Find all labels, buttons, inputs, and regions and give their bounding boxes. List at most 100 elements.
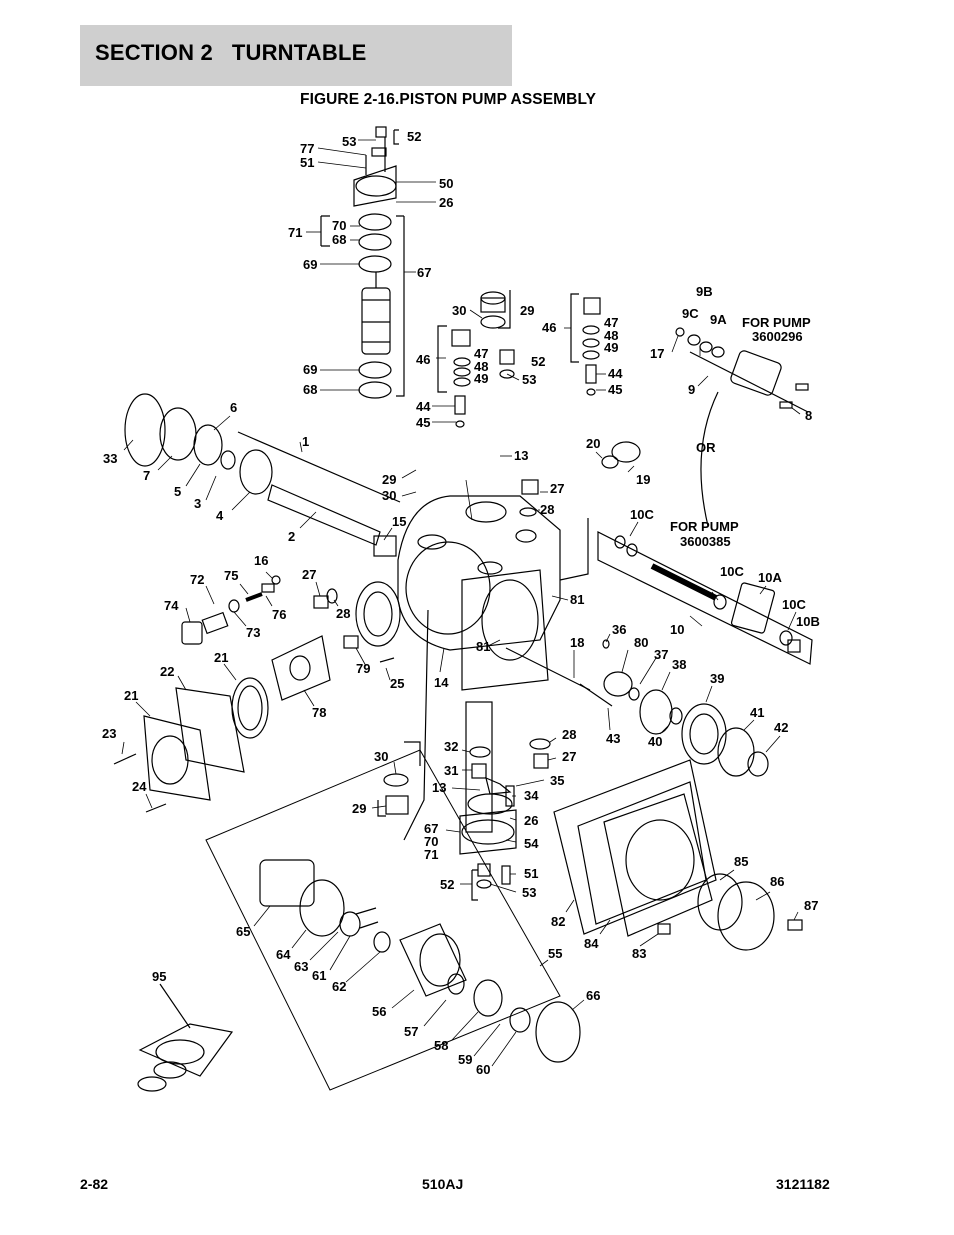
callout: 53	[342, 134, 356, 149]
callout: 79	[356, 661, 370, 676]
callout: 49	[474, 371, 488, 386]
callout: 9B	[696, 284, 713, 299]
callout: 3	[194, 496, 201, 511]
callout: 10C	[630, 507, 654, 522]
callout: 60	[476, 1062, 490, 1077]
callout: 67	[417, 265, 431, 280]
callout: 9C	[682, 306, 699, 321]
callout: 1	[302, 434, 309, 449]
callout: 37	[654, 647, 668, 662]
center-lower-parts	[377, 609, 551, 901]
callout: 28	[562, 727, 576, 742]
callout: 52	[440, 877, 454, 892]
callout: 39	[710, 671, 724, 686]
callout: 68	[332, 232, 346, 247]
callout: 19	[636, 472, 650, 487]
page-number: 2-82	[80, 1176, 109, 1192]
callout: 78	[312, 705, 326, 720]
callout: 73	[246, 625, 260, 640]
callout: 28	[336, 606, 350, 621]
model-name: 510AJ	[422, 1176, 464, 1192]
callout: 26	[524, 813, 538, 828]
callout: 47	[604, 315, 618, 330]
callout: 21	[214, 650, 228, 665]
callout: 7	[143, 468, 150, 483]
callout: 51	[524, 866, 538, 881]
section-title: SECTION 2 TURNTABLE	[95, 40, 367, 65]
callout: 47	[474, 346, 488, 361]
callout: OR	[696, 440, 716, 455]
callout: 2	[288, 529, 295, 544]
note-pump-number: 3600385	[680, 534, 731, 549]
callout: 46	[416, 352, 430, 367]
callout: 17	[650, 346, 664, 361]
callout: 21	[124, 688, 138, 703]
callout: 38	[672, 657, 686, 672]
callout: 42	[774, 720, 788, 735]
callout: 71	[288, 225, 302, 240]
callout: 70	[424, 834, 438, 849]
callout: 13	[514, 448, 528, 463]
valve-stack-center	[480, 290, 515, 379]
seal-kit-bag	[137, 983, 234, 1092]
callout: 35	[550, 773, 564, 788]
callout: 10B	[796, 614, 820, 629]
callout: 55	[548, 946, 562, 961]
callout: 83	[632, 946, 646, 961]
callout: 9	[688, 382, 695, 397]
callout: 66	[586, 988, 600, 1003]
callout: 44	[416, 399, 431, 414]
callout: 20	[586, 436, 600, 451]
callout: 30	[452, 303, 466, 318]
callout: 29	[382, 472, 396, 487]
callout: 58	[434, 1038, 448, 1053]
callout: 36	[612, 622, 626, 637]
callout: 45	[608, 382, 622, 397]
callout: 50	[439, 176, 453, 191]
callout: 80	[634, 635, 648, 650]
callout: 33	[103, 451, 117, 466]
callout: 23	[102, 726, 116, 741]
callout: 6	[230, 400, 237, 415]
callout: 46	[542, 320, 556, 335]
callout: 57	[404, 1024, 418, 1039]
callout: 84	[584, 936, 599, 951]
callout: 81	[570, 592, 584, 607]
callout: 65	[236, 924, 250, 939]
callout: 85	[734, 854, 748, 869]
leader-lines	[121, 139, 801, 1067]
callout: 53	[522, 372, 536, 387]
callout: 14	[434, 675, 449, 690]
callout: 67	[424, 821, 438, 836]
callout: 24	[132, 779, 147, 794]
callout: 63	[294, 959, 308, 974]
callout: 10C	[720, 564, 744, 579]
callout: 27	[562, 749, 576, 764]
callout: 10C	[782, 597, 806, 612]
callout: 8	[805, 408, 812, 423]
note-pump-line1: FOR PUMP	[670, 519, 739, 534]
callout: 4	[216, 508, 224, 523]
callout: 48	[604, 328, 618, 343]
callout: 27	[302, 567, 316, 582]
callout: 25	[390, 676, 404, 691]
callout: 52	[407, 129, 421, 144]
callout: 59	[458, 1052, 472, 1067]
callout: 62	[332, 979, 346, 994]
callout: 71	[424, 847, 438, 862]
callout: 44	[608, 366, 623, 381]
rotating-group	[205, 749, 581, 1091]
callout-labels: 52 53 77 51 50 26 70 68 71 69 67 69 68 3…	[102, 129, 820, 1077]
callout: 9A	[710, 312, 727, 327]
callout: 51	[300, 155, 314, 170]
callout: 45	[416, 415, 430, 430]
valve-stack-left	[437, 325, 471, 428]
callout: 13	[432, 780, 446, 795]
callout: 43	[606, 731, 620, 746]
callout: 26	[439, 195, 453, 210]
callout: 95	[152, 969, 166, 984]
callout: 18	[570, 635, 584, 650]
callout: 69	[303, 257, 317, 272]
callout: 32	[444, 739, 458, 754]
